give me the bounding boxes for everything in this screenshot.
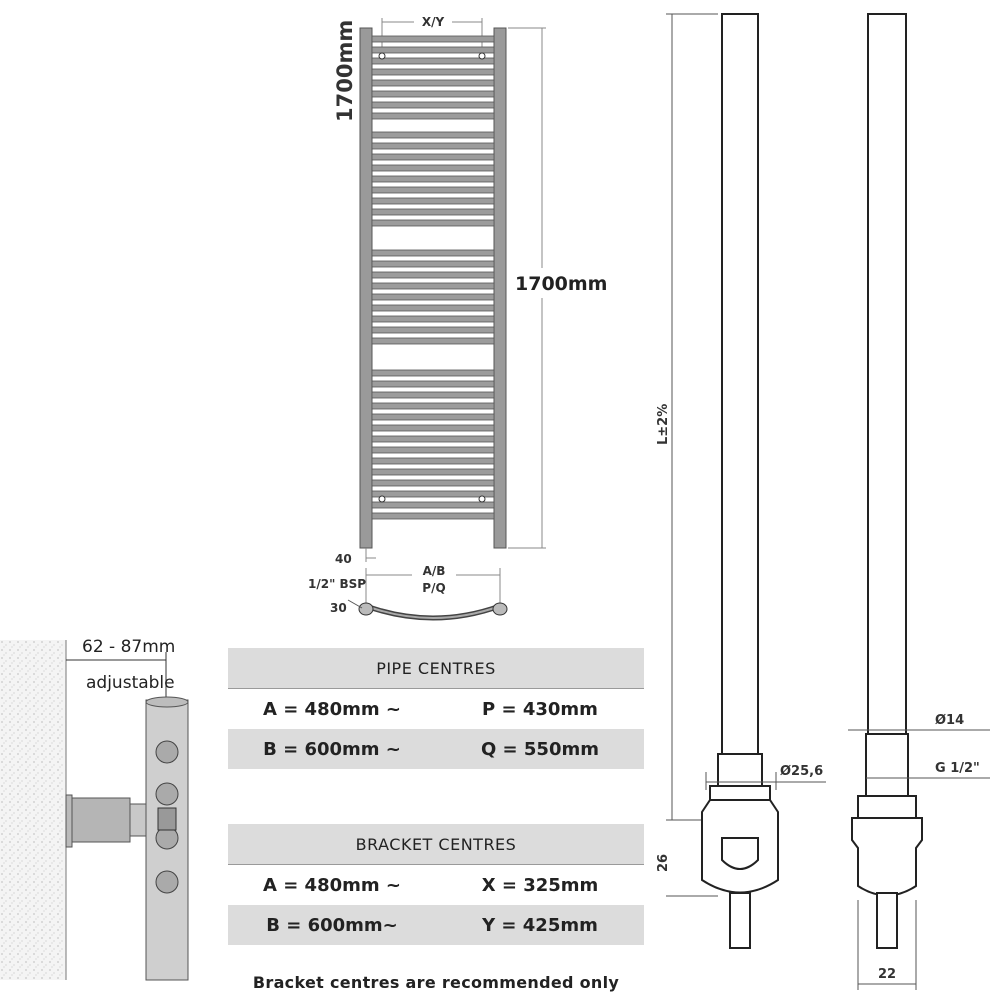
radiator-diagram: 1700mm X/Y 1700mm 40 A/B P/Q 1/2" BSP 30 bbox=[308, 15, 607, 621]
radiator-bar bbox=[371, 380, 495, 388]
radiator-bar bbox=[371, 101, 495, 109]
bsp-label: 1/2" BSP bbox=[308, 577, 366, 591]
pipe-hole bbox=[155, 870, 179, 894]
bracket-detail: 62 - 87mm adjustable bbox=[0, 637, 189, 981]
radiator-bar bbox=[371, 304, 495, 312]
radiator-bar bbox=[371, 282, 495, 290]
radiator-height-label: 1700mm bbox=[515, 273, 607, 295]
element-side-view bbox=[851, 13, 923, 949]
dim-14-label: Ø14 bbox=[935, 713, 964, 728]
radiator-bar bbox=[371, 413, 495, 421]
centres-label-ab: A/B bbox=[423, 564, 446, 578]
dim-25-6-label: Ø25,6 bbox=[780, 764, 823, 779]
bracket-range-label: 62 - 87mm bbox=[82, 637, 175, 657]
table-row: A = 480mm ~ X = 325mm bbox=[228, 865, 644, 905]
radiator-bar bbox=[371, 197, 495, 205]
bracket-point bbox=[378, 495, 386, 503]
radiator-bar bbox=[371, 112, 495, 120]
valve-end-right bbox=[492, 602, 508, 616]
pipe-hole bbox=[155, 782, 179, 806]
table-cell: B = 600mm~ bbox=[266, 914, 398, 936]
top-bracket-label: X/Y bbox=[422, 15, 445, 29]
bracket-point bbox=[478, 495, 486, 503]
radiator-bar bbox=[371, 315, 495, 323]
radiator-bar bbox=[371, 490, 495, 498]
table-cell: A = 480mm ~ bbox=[263, 698, 401, 720]
left-rail bbox=[359, 27, 373, 549]
wall bbox=[0, 640, 66, 980]
length-label: L±2% bbox=[656, 404, 671, 445]
table-cell: P = 430mm bbox=[482, 698, 598, 720]
bottom-offset-label: 40 bbox=[335, 552, 352, 566]
radiator-bar bbox=[371, 446, 495, 454]
table-cell: Y = 425mm bbox=[482, 914, 598, 936]
footnote: Bracket centres are recommended only bbox=[252, 973, 620, 992]
table-cell: X = 325mm bbox=[481, 874, 599, 896]
pipe-centres-title: PIPE CENTRES bbox=[228, 648, 644, 689]
radiator-bar bbox=[371, 457, 495, 465]
radiator-bar bbox=[371, 219, 495, 227]
angle-label: 30 bbox=[330, 601, 347, 615]
heating-element-diagram: L±2% 26 Ø25,6 Ø14 G 1/2" 22 bbox=[656, 13, 990, 990]
radiator-bar bbox=[371, 293, 495, 301]
dim-22-label: 22 bbox=[878, 967, 896, 982]
radiator-bar bbox=[371, 79, 495, 87]
radiator-bar bbox=[371, 391, 495, 399]
radiator-bar bbox=[371, 208, 495, 216]
bracket-centres-table: BRACKET CENTRES A = 480mm ~ X = 325mm B … bbox=[228, 824, 644, 945]
radiator-height-vertical-label: 1700mm bbox=[333, 20, 357, 122]
radiator-bar bbox=[371, 249, 495, 257]
valve-end-left bbox=[358, 602, 374, 616]
radiator-bar bbox=[371, 68, 495, 76]
bracket-centres-title: BRACKET CENTRES bbox=[228, 824, 644, 865]
wall-plate bbox=[65, 794, 73, 848]
table-row: A = 480mm ~ P = 430mm bbox=[228, 689, 644, 729]
radiator-bar bbox=[371, 435, 495, 443]
radiator-bars bbox=[371, 35, 495, 520]
radiator-bar bbox=[371, 479, 495, 487]
pipe-centres-table: PIPE CENTRES A = 480mm ~ P = 430mm B = 6… bbox=[228, 648, 644, 769]
radiator-bar bbox=[371, 142, 495, 150]
radiator-bar bbox=[371, 46, 495, 54]
radiator-bar bbox=[371, 153, 495, 161]
table-cell: Q = 550mm bbox=[480, 738, 599, 760]
radiator-bar bbox=[371, 468, 495, 476]
radiator-bar bbox=[371, 512, 495, 520]
radiator-bar bbox=[371, 271, 495, 279]
dim-thread-label: G 1/2" bbox=[935, 761, 980, 776]
radiator-bar bbox=[371, 337, 495, 345]
radiator-bar bbox=[371, 369, 495, 377]
radiator-bar bbox=[371, 131, 495, 139]
element-front-view bbox=[701, 13, 779, 949]
bracket-point bbox=[378, 52, 386, 60]
centres-label-pq: P/Q bbox=[422, 581, 445, 595]
bracket-arm bbox=[71, 797, 131, 843]
radiator-bar bbox=[371, 326, 495, 334]
radiator-bar bbox=[371, 402, 495, 410]
table-row: B = 600mm ~ Q = 550mm bbox=[228, 729, 644, 769]
table-cell: B = 600mm ~ bbox=[263, 738, 401, 760]
radiator-bar bbox=[371, 164, 495, 172]
radiator-bar bbox=[371, 424, 495, 432]
radiator-bar bbox=[371, 57, 495, 65]
radiator-bar bbox=[371, 186, 495, 194]
bracket-point bbox=[478, 52, 486, 60]
radiator-bar bbox=[371, 175, 495, 183]
radiator-bar bbox=[371, 260, 495, 268]
radiator-bar bbox=[371, 35, 495, 43]
radiator-bar bbox=[371, 90, 495, 98]
radiator-bar bbox=[371, 501, 495, 509]
table-cell: A = 480mm ~ bbox=[263, 874, 401, 896]
table-row: B = 600mm~ Y = 425mm bbox=[228, 905, 644, 945]
right-rail bbox=[493, 27, 507, 549]
pipe-hole bbox=[155, 740, 179, 764]
bracket-adjustable-label: adjustable bbox=[86, 673, 175, 693]
dim-26-label: 26 bbox=[656, 854, 671, 872]
